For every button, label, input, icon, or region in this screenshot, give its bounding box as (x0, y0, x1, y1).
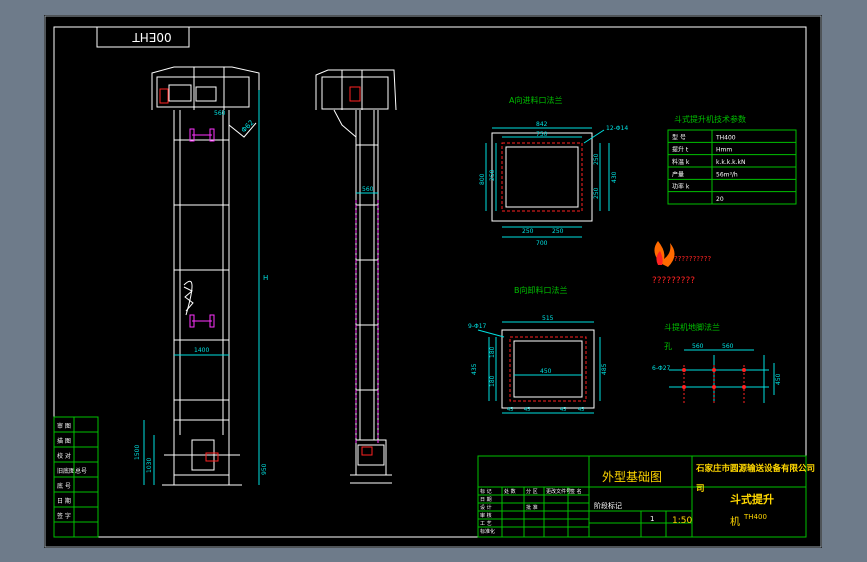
left-strip-cell: 校 对 (57, 452, 71, 460)
param-value: k.k.k.k.kN (716, 159, 746, 166)
title-block-cell: 审 核 (480, 512, 492, 519)
company-logo: ?????????? ????????? (652, 241, 711, 286)
a-dim-seg2: 250 (552, 228, 564, 235)
drawing-number: 00EHT (132, 30, 172, 44)
angle-dimension-label: Φ62 (240, 119, 256, 135)
title-block-cell: 设 计 (480, 504, 492, 511)
b-dim-left1: 180 (489, 346, 496, 358)
a-dim-left2: 250 (489, 169, 496, 181)
b-dim-right: 485 (601, 363, 608, 375)
model-number: TH400 (743, 513, 767, 521)
front-view-marks (159, 88, 219, 462)
section-b-title: B向卸料口法兰 (514, 285, 568, 295)
side-view-marks (349, 86, 379, 456)
title-block-cell: 标准化 (480, 528, 495, 535)
param-table: 型 号 TH400 提升 t Hmm 料温 k k.k.k.k.kN 产量 56m³/h 功率 … (667, 129, 797, 205)
left-strip-cell: 日 期 (57, 497, 71, 505)
logo-text: ?????????? (674, 255, 711, 263)
product-name: 斗式提升 (730, 492, 774, 506)
a-dim-top: 842 (536, 121, 548, 128)
b-dim-hole: 9-Φ17 (468, 323, 487, 330)
quantity: 1 (650, 515, 654, 523)
outlet-flange-view (477, 321, 601, 414)
outer-frame (44, 15, 822, 548)
left-strip-cell: 底 号 (57, 482, 71, 490)
a-dim-right1: 250 (593, 153, 600, 165)
front-main-width: 1400 (194, 347, 209, 354)
b-dim-mid: 450 (540, 368, 552, 375)
front-side-dim: 560 (214, 110, 226, 117)
inlet-flange-view (485, 127, 610, 238)
left-strip-cell: 签 字 (57, 512, 71, 520)
a-dim-seg1: 250 (522, 228, 534, 235)
b-dim-left2: 180 (489, 375, 496, 387)
front-elevation-view (143, 66, 260, 486)
title-block-cell: 批 准 (526, 504, 538, 511)
param-value: Hmm (716, 147, 732, 154)
b-dim-s4: 45 (578, 407, 584, 413)
drawing-number-box: 00EHT (96, 26, 190, 48)
foot-dim-560b: 560 (722, 343, 734, 350)
title-block-cell: 标 记 (480, 488, 492, 495)
title-block-cell: 处 数 (504, 488, 516, 495)
foot-dim-hole: 6-Φ27 (652, 365, 671, 372)
b-dim-outer: 435 (471, 363, 478, 375)
side-width-dim: 560 (362, 186, 374, 193)
bottom-dim-2: 1030 (146, 458, 153, 473)
foot-flange-view (669, 349, 775, 403)
title-block-cell: 分 区 (526, 488, 538, 495)
drawing-scale: 1:50 (672, 516, 692, 526)
foot-flange-sub: 孔 (664, 342, 672, 351)
a-dim-right2: 250 (593, 187, 600, 199)
b-dim-s1: 45 (507, 407, 513, 413)
param-label: 提升 t (672, 146, 689, 154)
param-value: 56m³/h (716, 171, 738, 178)
company-name-tail: 司 (696, 484, 705, 494)
a-dim-bottom: 700 (536, 240, 548, 247)
param-label: 料温 k (672, 158, 690, 166)
bottom-dim-3: 950 (261, 463, 268, 475)
product-name-tail: 机 (730, 515, 740, 528)
param-value: 20 (716, 196, 724, 203)
param-value: TH400 (715, 134, 736, 141)
param-label: 型 号 (672, 133, 686, 141)
param-label: 产量 (672, 170, 684, 178)
a-dim-hole: 12-Φ14 (606, 125, 628, 132)
company-name: 石家庄市圆源输送设备有限公司 (695, 463, 815, 474)
left-strip-cell: 旧底图总号 (57, 467, 87, 475)
left-strip-cell: 描 图 (57, 437, 71, 445)
param-label: 功率 k (672, 183, 690, 191)
title-block (477, 455, 807, 538)
foot-dim-560a: 560 (692, 343, 704, 350)
drawing-sheet: 00EHT 审 图描 图校 对旧底图总号底 号日 期签 字 (44, 15, 822, 548)
bottom-dim-1: 1500 (134, 445, 141, 460)
b-dim-s3: 45 (560, 407, 566, 413)
b-dim-s2: 45 (524, 407, 530, 413)
left-strip-cell: 审 图 (57, 422, 71, 430)
total-height-label: H (263, 274, 268, 282)
foot-dim-right: 450 (775, 373, 782, 385)
a-dim-top2: 750 (536, 131, 548, 138)
a-dim-right3: 430 (611, 171, 618, 183)
title-block-cell: 签 名 (570, 488, 582, 495)
section-a-title: A向进料口法兰 (509, 95, 562, 105)
stage-mark-label: 阶段标记 (594, 501, 622, 510)
drawing-title: 外型基础图 (602, 470, 662, 484)
inner-frame (53, 26, 807, 538)
foot-flange-title: 斗提机地脚法兰 (664, 322, 720, 332)
logo-text-2: ????????? (652, 276, 695, 286)
title-block-cell: 日 期 (480, 497, 492, 503)
title-block-cell: 工 艺 (480, 521, 492, 527)
param-table-title: 斗式提升机技术参数 (674, 114, 746, 124)
b-dim-top: 515 (542, 315, 554, 322)
title-block-cell: 更改文件号 (546, 488, 571, 495)
a-dim-left: 800 (479, 173, 486, 185)
